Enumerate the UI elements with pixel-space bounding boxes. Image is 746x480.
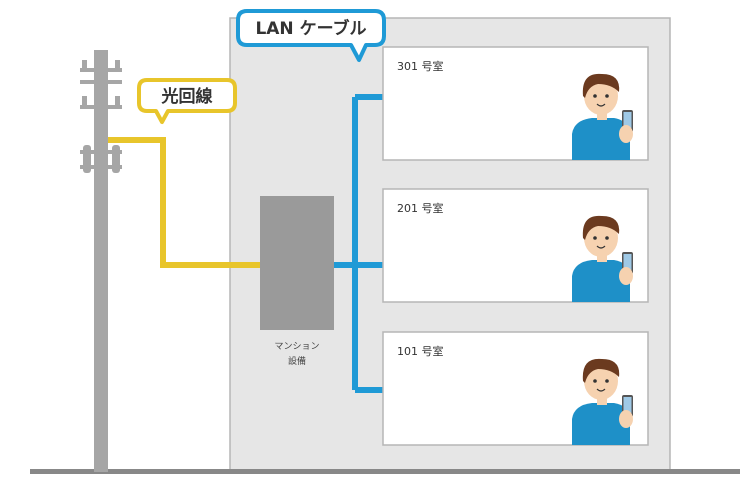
room-201: 201 号室 <box>382 188 649 303</box>
room-101: 101 号室 <box>382 331 649 446</box>
resident-with-phone <box>572 73 633 160</box>
fiber-callout-label: 光回線 <box>161 86 213 107</box>
equipment-label-line2: 設備 <box>288 355 306 367</box>
lan-cable <box>332 94 384 393</box>
room-label: 101 号室 <box>397 344 444 358</box>
resident-with-phone <box>572 358 633 445</box>
lan-callout-label: LAN ケーブル <box>255 18 366 39</box>
room-301: 301 号室 <box>382 46 649 161</box>
ground-line <box>30 469 740 474</box>
equipment-label-line1: マンション <box>274 342 319 352</box>
building-equipment <box>260 196 334 330</box>
resident-with-phone <box>572 215 633 302</box>
utility-pole <box>80 50 122 472</box>
fiber-callout: 光回線 <box>137 78 237 124</box>
room-label: 201 号室 <box>397 201 444 215</box>
fiber-line <box>108 137 262 268</box>
lan-callout: LAN ケーブル <box>236 9 386 62</box>
room-label: 301 号室 <box>397 59 444 73</box>
